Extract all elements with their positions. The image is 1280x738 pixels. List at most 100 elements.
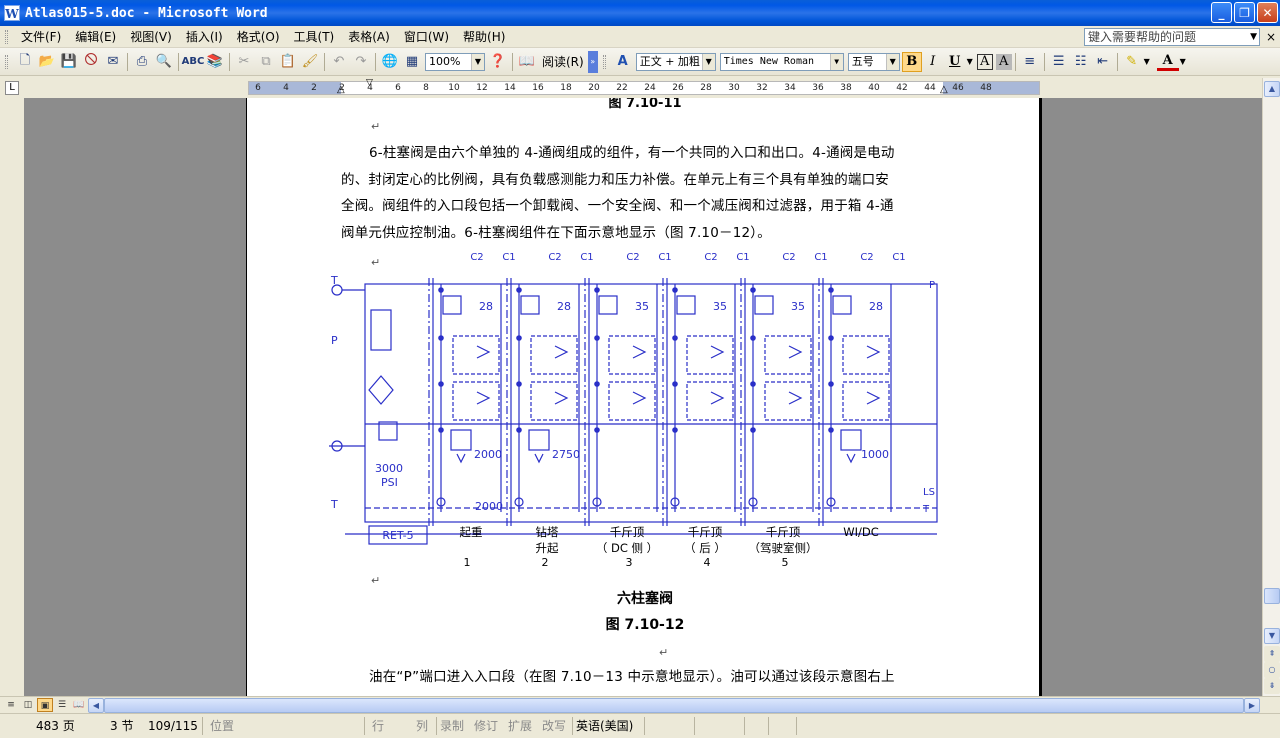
tab-selector-button[interactable]: L — [5, 81, 19, 95]
horizontal-scroll-thumb[interactable] — [104, 698, 1244, 713]
status-track-changes[interactable]: 修订 — [474, 719, 499, 733]
close-button[interactable]: ✕ — [1257, 2, 1278, 23]
first-line-indent-marker[interactable]: ▽ — [366, 78, 373, 88]
help-icon[interactable]: ❓ — [489, 54, 507, 69]
vertical-scrollbar[interactable]: ▲ ▼ ⇞ ○ ⇟ — [1262, 78, 1280, 696]
cut-icon[interactable]: ✂ — [238, 54, 250, 69]
email-icon[interactable]: ✉ — [107, 54, 119, 69]
spelling-icon[interactable]: ABC — [181, 56, 205, 67]
body-paragraph[interactable]: 6-柱塞阀是由六个单独的 4-通阀组成的组件，有一个共同的入口和出口。4-通阀是… — [341, 140, 951, 246]
outline-view-button[interactable]: ☰ — [57, 700, 67, 710]
menu-grip[interactable] — [5, 29, 8, 44]
menu-edit[interactable]: 编辑(E) — [75, 29, 117, 44]
maximize-button[interactable]: ❐ — [1234, 2, 1255, 23]
document-page[interactable]: 图 7.10-11 ↵ 6-柱塞阀是由六个单独的 4-通阀组成的组件，有一个共同… — [246, 98, 1042, 696]
scroll-right-button[interactable]: ▶ — [1244, 698, 1260, 713]
print-icon[interactable]: ⎙ — [136, 54, 148, 69]
previous-page-button[interactable]: ⇞ — [1264, 646, 1280, 662]
paste-icon[interactable]: 📋 — [279, 54, 297, 69]
chevron-down-icon[interactable]: ▼ — [471, 53, 484, 70]
permission-icon[interactable]: 🛇 — [84, 52, 98, 68]
next-paragraph-line[interactable]: 油在“P”端口进入入口段（在图 7.10－13 中示意地显示）。油可以通过该段示… — [369, 669, 895, 685]
menu-insert[interactable]: 插入(I) — [185, 29, 223, 44]
normal-view-button[interactable]: ≡ — [7, 700, 15, 710]
highlight-icon[interactable]: ✎ — [1126, 54, 1138, 69]
numbering-icon[interactable]: ☰ — [1052, 54, 1065, 69]
research-icon[interactable]: 📚 — [206, 54, 224, 69]
menu-file[interactable]: 文件(F) — [21, 29, 62, 44]
toolbar-options-icon[interactable]: » — [587, 50, 598, 73]
next-page-button[interactable]: ⇟ — [1264, 678, 1280, 694]
highlight-dropdown[interactable]: ▼ — [1143, 57, 1150, 66]
open-folder-icon[interactable]: 📂 — [38, 54, 56, 69]
minimize-button[interactable]: _ — [1211, 2, 1232, 23]
print-layout-button[interactable]: ▣ — [37, 698, 53, 712]
status-extend-selection[interactable]: 扩展 — [508, 719, 533, 733]
menu-table[interactable]: 表格(A) — [348, 29, 390, 44]
format-painter-icon[interactable]: 🖌 — [301, 54, 319, 69]
help-search-input[interactable]: 键入需要帮助的问题 ▼ — [1084, 28, 1260, 46]
font-color-dropdown[interactable]: ▼ — [1179, 57, 1186, 66]
status-section[interactable]: 3 节 — [110, 719, 134, 733]
spool-valve-lower — [764, 381, 812, 421]
align-center-icon[interactable]: ≡ — [1024, 54, 1036, 69]
menu-window[interactable]: 窗口(W) — [403, 29, 450, 44]
scroll-up-button[interactable]: ▲ — [1264, 81, 1280, 97]
print-preview-icon[interactable]: 🔍 — [155, 54, 173, 69]
horizontal-scrollbar[interactable]: ◀ ▶ — [88, 698, 1260, 713]
menu-help[interactable]: 帮助(H) — [463, 29, 506, 44]
web-layout-button[interactable]: ◫ — [23, 700, 33, 710]
redo-icon[interactable]: ↷ — [355, 54, 367, 69]
junction-dot — [672, 427, 678, 433]
chevron-down-icon[interactable]: ▼ — [885, 53, 899, 70]
font-select[interactable]: Times New Roman ▼ — [719, 52, 844, 71]
document-close-button[interactable]: × — [1265, 30, 1276, 44]
underline-button[interactable]: U — [949, 54, 961, 69]
bullets-icon[interactable]: ☷ — [1074, 54, 1087, 69]
menu-format[interactable]: 格式(O) — [236, 29, 280, 44]
ruler-tick-label: 40 — [868, 83, 880, 93]
font-color-button[interactable]: A — [1156, 53, 1179, 71]
reading-layout-button[interactable]: 📖 — [73, 700, 85, 710]
styles-pane-icon[interactable]: A — [617, 54, 628, 69]
scroll-thumb[interactable] — [1264, 588, 1280, 604]
chevron-down-icon[interactable]: ▼ — [829, 53, 843, 70]
decrease-indent-icon[interactable]: ⇤ — [1097, 54, 1109, 69]
valve-setting-label: 28 — [869, 300, 883, 313]
undo-icon[interactable]: ↶ — [333, 54, 345, 69]
menu-tools[interactable]: 工具(T) — [293, 29, 335, 44]
chevron-down-icon[interactable]: ▼ — [701, 53, 715, 70]
italic-button[interactable]: I — [930, 54, 936, 69]
hyperlink-icon[interactable]: 🌐 — [381, 54, 399, 69]
flow-arrow — [710, 345, 725, 405]
character-shading-button[interactable]: A — [995, 53, 1012, 70]
status-language[interactable]: 英语(美国) — [576, 719, 634, 733]
status-overtype[interactable]: 改写 — [542, 719, 567, 733]
menu-view[interactable]: 视图(V) — [130, 29, 172, 44]
read-mode-button[interactable]: 阅读(R) — [542, 55, 584, 69]
right-indent-marker[interactable]: △ — [940, 84, 948, 95]
toolbar-grip[interactable] — [602, 54, 606, 69]
status-page[interactable]: 483 页 — [36, 719, 75, 733]
underline-dropdown[interactable]: ▼ — [966, 57, 973, 66]
read-mode-icon[interactable]: 📖 — [518, 54, 536, 69]
character-border-button[interactable]: A — [976, 53, 993, 70]
status-page-of[interactable]: 109/115 — [148, 719, 198, 733]
save-icon[interactable]: 💾 — [60, 54, 78, 69]
status-record-macro[interactable]: 录制 — [440, 719, 465, 733]
left-indent-marker[interactable]: △ — [337, 84, 345, 95]
style-select[interactable]: 正文 + 加粗 ▼ — [635, 52, 716, 71]
word-app-icon[interactable]: W — [4, 5, 20, 21]
new-document-icon[interactable]: 🗋 — [19, 52, 31, 68]
zoom-select[interactable]: 100% ▼ — [425, 52, 485, 71]
toolbar-grip[interactable] — [5, 54, 8, 69]
insert-table-icon[interactable]: ▦ — [405, 54, 419, 69]
copy-icon[interactable]: ⧉ — [261, 54, 271, 69]
select-browse-object-button[interactable]: ○ — [1264, 662, 1280, 678]
scroll-left-button[interactable]: ◀ — [88, 698, 104, 713]
chevron-down-icon[interactable]: ▼ — [1250, 32, 1257, 42]
font-size-select[interactable]: 五号 ▼ — [847, 52, 900, 71]
bold-button[interactable]: B — [901, 51, 922, 72]
scroll-down-button[interactable]: ▼ — [1264, 628, 1280, 644]
